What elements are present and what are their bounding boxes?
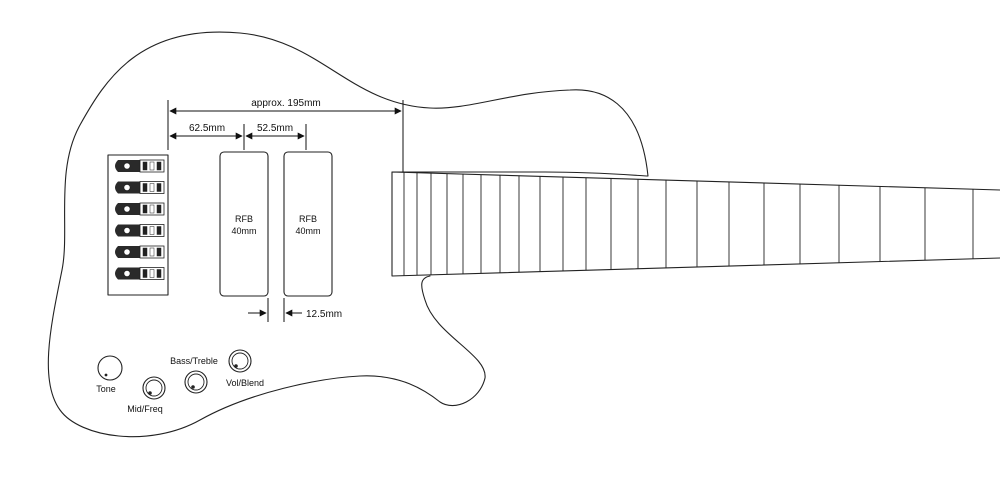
pickup-2-name: RFB xyxy=(299,214,317,224)
bridge-plate xyxy=(107,154,169,296)
pickup-2-size: 40mm xyxy=(295,226,320,236)
saddle-6 xyxy=(115,267,165,280)
bass-treble-knob: Bass/Treble xyxy=(170,356,218,394)
pickup-2: RFB 40mm xyxy=(283,151,333,297)
tone-knob: Tone xyxy=(96,355,123,394)
saddle-5 xyxy=(115,245,165,259)
tone-knob-circle xyxy=(97,355,123,381)
pickup-1-size: 40mm xyxy=(231,226,256,236)
dimension-total: approx. 195mm xyxy=(167,98,404,172)
dimension-first-label: 62.5mm xyxy=(189,123,225,134)
tone-knob-indicator xyxy=(104,373,108,377)
mid-freq-label: Mid/Freq xyxy=(127,404,163,414)
dimension-second-label: 52.5mm xyxy=(257,123,293,134)
fret-lines xyxy=(403,172,974,276)
bridge xyxy=(107,154,169,296)
pickup-1: RFB 40mm xyxy=(219,151,269,297)
pickup-2-outline xyxy=(283,151,333,297)
vol-blend-label: Vol/Blend xyxy=(226,378,264,388)
pickup-1-outline xyxy=(219,151,269,297)
saddle-1 xyxy=(115,159,165,173)
dimension-gap: 12.5mm xyxy=(248,298,342,322)
pickup-1-name: RFB xyxy=(235,214,253,224)
dimension-total-label: approx. 195mm xyxy=(251,98,320,109)
saddle-2 xyxy=(115,181,165,194)
dimension-segments: 62.5mm 52.5mm xyxy=(169,123,307,150)
vol-blend-knob: Vol/Blend xyxy=(226,349,264,388)
saddle-4 xyxy=(115,224,165,237)
neck-fretboard xyxy=(391,171,1000,277)
mid-freq-knob: Mid/Freq xyxy=(127,376,166,414)
guitar-body-outline xyxy=(47,31,649,438)
bass-treble-label: Bass/Treble xyxy=(170,356,218,366)
tone-label: Tone xyxy=(96,384,116,394)
bridge-saddles xyxy=(115,159,165,280)
saddle-3 xyxy=(115,202,165,216)
dimension-gap-label: 12.5mm xyxy=(306,309,342,320)
